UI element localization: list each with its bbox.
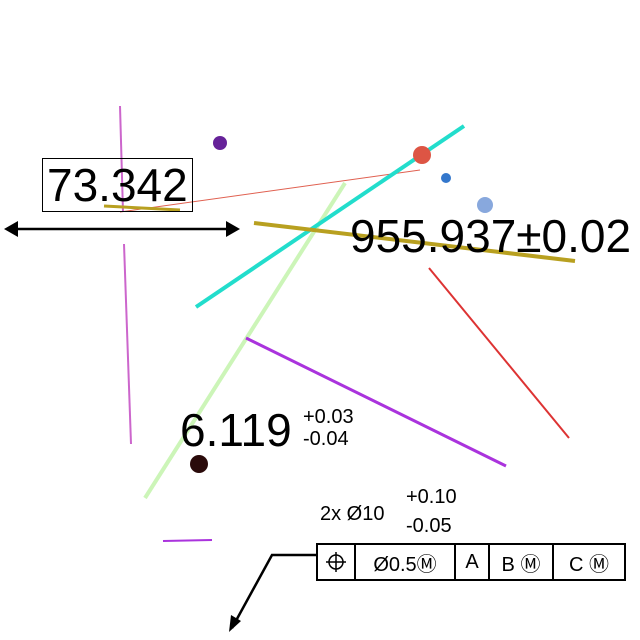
dot-blue (441, 173, 451, 183)
arrowhead-left-icon (4, 221, 18, 237)
dot-lightblue (477, 197, 493, 213)
dimension-73-342: 73.342 (42, 158, 193, 212)
fcf-tolerance: Ø0.5Ⓜ (356, 545, 456, 579)
olive-line-long (253, 221, 576, 263)
hole-callout-upper: +0.10 (406, 486, 457, 508)
fcf-datum-b: B Ⓜ (490, 545, 554, 579)
olive-line-short (103, 204, 181, 212)
purple-line-lower (123, 243, 132, 445)
red-line (428, 267, 570, 439)
thin-red-line (119, 169, 421, 213)
violet-line (245, 336, 507, 468)
fcf-datum-a: A (456, 545, 490, 579)
purple-short-line (162, 539, 213, 542)
lightgreen-line (143, 181, 347, 500)
hole-callout-lower: -0.05 (406, 515, 452, 537)
arrowhead-right-icon (226, 221, 240, 237)
tolerance-lower: -0.04 (303, 428, 349, 450)
purple-line-upper (119, 105, 124, 213)
dot-orange (413, 146, 431, 164)
hole-callout-prefix: 2x Ø10 (320, 503, 385, 525)
dimension-955-937: 955.937±0.02 (350, 210, 632, 262)
fcf-datum-c: C Ⓜ (569, 553, 609, 576)
feature-control-frame: Ø0.5Ⓜ A B Ⓜ C Ⓜ (316, 543, 626, 581)
tolerance-upper: +0.03 (303, 406, 354, 428)
fcf-leader-line (230, 553, 316, 629)
dot-purple (213, 136, 227, 150)
position-icon (318, 545, 356, 579)
dimension-6-119: 6.119 (180, 404, 292, 456)
fcf-leader-arrowhead-icon (229, 615, 241, 632)
dot-dark (190, 455, 208, 473)
